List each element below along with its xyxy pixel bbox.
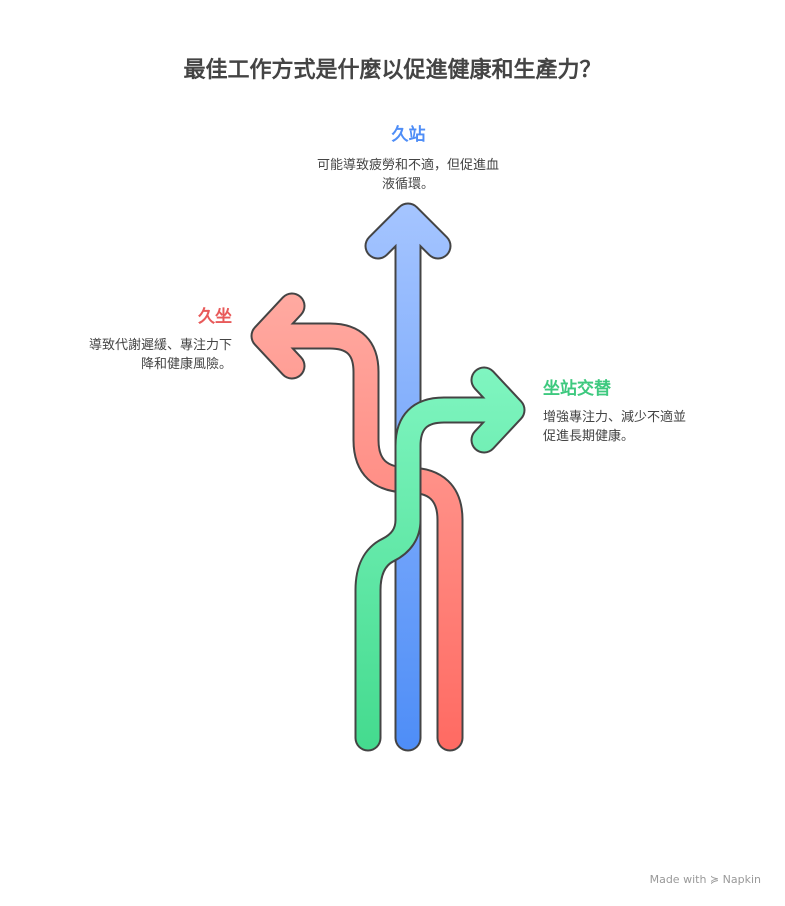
standing-label: 久站 xyxy=(391,125,426,145)
sitting-label: 久坐 xyxy=(198,307,232,327)
made-with-napkin[interactable]: Made with ≽ Napkin xyxy=(650,873,761,886)
alternating-label: 坐站交替 xyxy=(543,379,611,399)
description-line: 降和健康風險。 xyxy=(140,357,232,372)
sitting-description: 導致代謝遲緩、專注力下 降和健康風險。 xyxy=(40,336,232,374)
description-line: 促進長期健康。 xyxy=(543,429,635,444)
standing-description: 可能導致疲勞和不適，但促進血 液循環。 xyxy=(290,156,526,194)
description-line: 液循環。 xyxy=(381,177,434,192)
made-with-text: Made with xyxy=(649,873,707,886)
description-line: 增強專注力、減少不適並 xyxy=(543,410,687,425)
description-line: 可能導致疲勞和不適，但促進血 xyxy=(316,158,499,173)
napkin-brand: Napkin xyxy=(722,873,761,886)
napkin-logo-icon: ≽ xyxy=(709,873,720,886)
page-title: 最佳工作方式是什麼以促進健康和生產力？ xyxy=(183,58,602,83)
alternating-description: 增強專注力、減少不適並 促進長期健康。 xyxy=(543,408,733,446)
alternating-arrow xyxy=(354,366,526,752)
sitting-arrow xyxy=(250,292,464,752)
description-line: 導致代謝遲緩、專注力下 xyxy=(88,338,232,353)
